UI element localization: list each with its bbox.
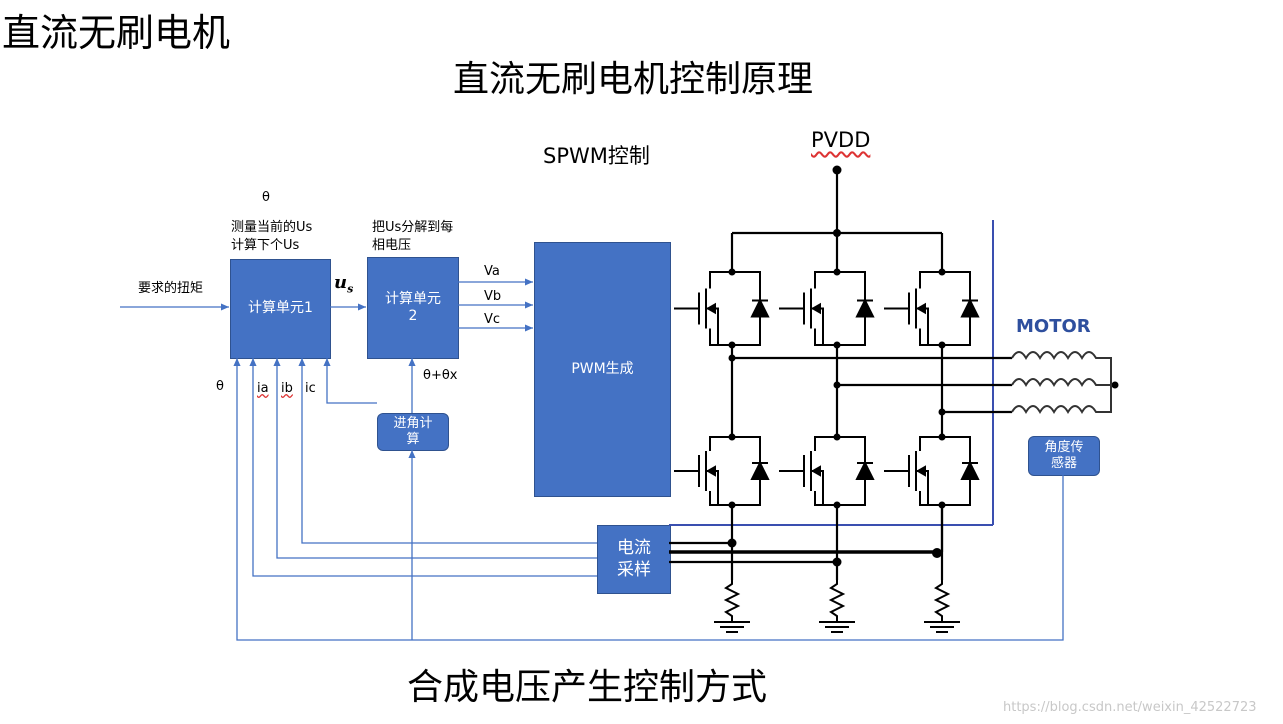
- theta-advance-label: θ+θx: [423, 368, 458, 383]
- ia-label: ia: [257, 381, 269, 396]
- bottom-title: 合成电压产生控制方式: [407, 667, 768, 708]
- spwm-label: SPWM控制: [543, 144, 650, 168]
- pwm-generator-label: PWM生成: [571, 360, 634, 377]
- theta-top-label: θ: [262, 190, 270, 205]
- advance-line1: 进角计: [393, 415, 433, 431]
- compute-unit-1: 计算单元1: [230, 259, 331, 359]
- va-label: Va: [484, 264, 500, 279]
- compute-unit-2: 计算单元 2: [367, 257, 459, 359]
- vc-label: Vc: [484, 312, 501, 327]
- ib-label: ib: [281, 381, 293, 396]
- torque-label: 要求的扭矩: [138, 281, 204, 296]
- pvdd-label: PVDD: [811, 128, 871, 152]
- current-line2: 采样: [617, 559, 651, 580]
- compute-unit-2-label-line1: 计算单元: [385, 290, 441, 307]
- unit1-note-line1: 测量当前的Us: [231, 220, 313, 235]
- advance-angle-calc: 进角计 算: [377, 413, 449, 451]
- angle-sensor-line2: 感器: [1050, 456, 1077, 471]
- us-subscript: s: [347, 282, 354, 296]
- theta-left-label: θ: [216, 379, 224, 394]
- pwm-generator: PWM生成: [534, 242, 671, 497]
- watermark: https://blog.csdn.net/weixin_42522723: [1003, 700, 1257, 715]
- main-title: 直流无刷电机控制原理: [453, 59, 814, 100]
- motor-label: MOTOR: [1016, 316, 1091, 337]
- compute-unit-2-label-line2: 2: [408, 308, 418, 324]
- ic-label: ic: [305, 381, 316, 396]
- angle-sensor: 角度传 感器: [1028, 436, 1100, 476]
- us-symbol: u: [334, 272, 348, 293]
- vb-label: Vb: [484, 289, 502, 304]
- advance-line2: 算: [406, 432, 420, 447]
- compute-unit-1-label: 计算单元1: [248, 300, 313, 317]
- corner-title: 直流无刷电机: [2, 11, 231, 55]
- unit2-note-line2: 相电压: [372, 238, 412, 253]
- us-label: us: [334, 272, 353, 296]
- current-line1: 电流: [617, 538, 651, 559]
- current-sampling: 电流 采样: [597, 525, 671, 594]
- unit1-note-line2: 计算下个Us: [231, 238, 300, 253]
- angle-sensor-line1: 角度传: [1044, 439, 1084, 455]
- unit2-note-line1: 把Us分解到每: [372, 220, 454, 235]
